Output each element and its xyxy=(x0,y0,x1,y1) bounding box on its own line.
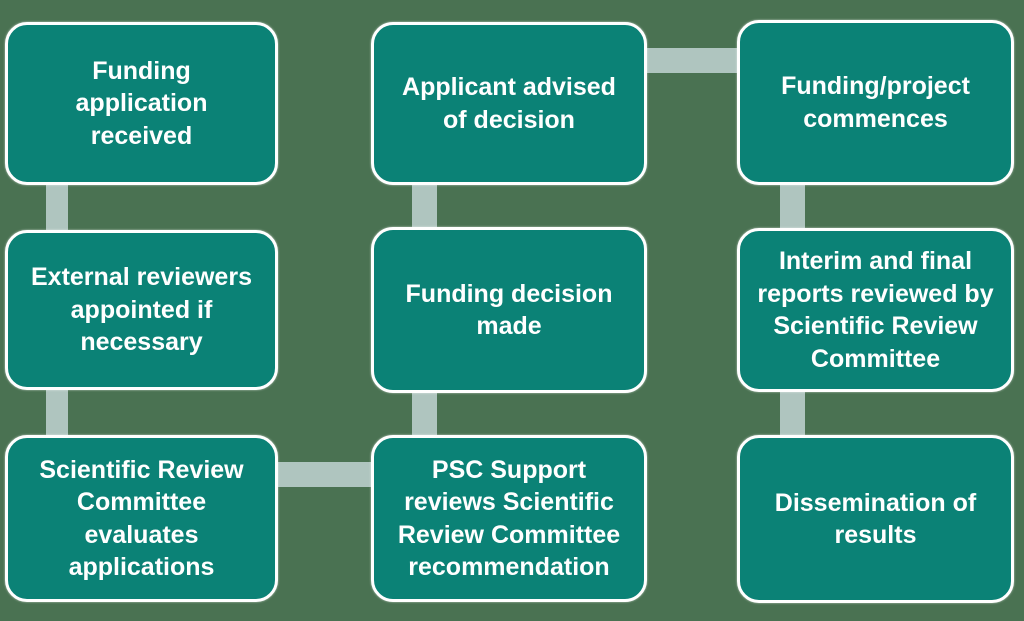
flow-box-psc-support-reviews-recommendation: PSC Support reviews Scientific Review Co… xyxy=(371,435,647,602)
flow-box-external-reviewers-appointed: External reviewers appointed if necessar… xyxy=(5,230,278,390)
connector-external-reviewers-to-src-evaluates xyxy=(46,385,68,445)
connector-applicant-advised-to-project-commences xyxy=(641,48,743,73)
flow-box-funding-application-received: Funding application received xyxy=(5,22,278,185)
flow-box-funding-project-commences: Funding/project commences xyxy=(737,20,1014,185)
flow-box-applicant-advised-of-decision: Applicant advised of decision xyxy=(371,22,647,185)
flow-box-dissemination-of-results: Dissemination of results xyxy=(737,435,1014,603)
flow-box-src-evaluates-applications: Scientific Review Committee evaluates ap… xyxy=(5,435,278,602)
flow-box-funding-decision-made: Funding decision made xyxy=(371,227,647,393)
connector-funding-received-to-external-reviewers xyxy=(46,180,68,240)
flow-box-interim-final-reports-reviewed: Interim and final reports reviewed by Sc… xyxy=(737,228,1014,392)
connector-src-evaluates-to-psc-support xyxy=(272,462,378,487)
